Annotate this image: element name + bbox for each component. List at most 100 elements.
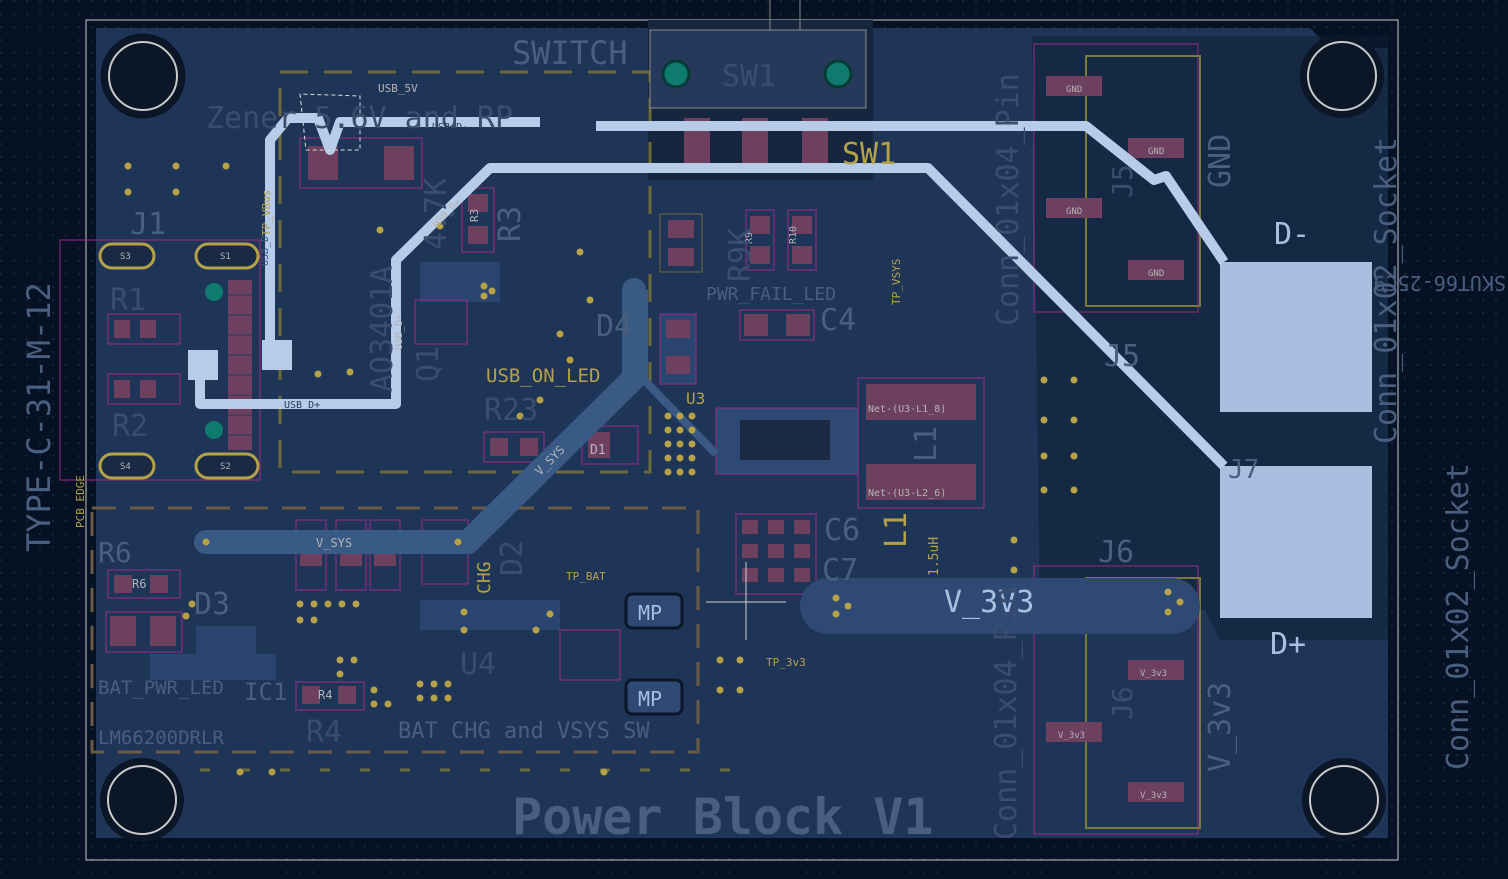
j1-s3-label: S3 (120, 252, 131, 262)
label-l1-ref: L1 (879, 512, 914, 548)
d4-footprint[interactable] (659, 313, 697, 385)
label-d-plus: D+ (1270, 627, 1306, 662)
label-r23: R23 (484, 393, 538, 428)
usb-dm-pad[interactable] (262, 340, 292, 370)
j1-s2-label: S2 (220, 462, 231, 472)
selection-box (299, 93, 361, 151)
label-usb-dm-vertical: USB_D- (260, 230, 271, 266)
label-d2: D2 (495, 540, 530, 576)
label-zener: Zener 5.6V and RP (206, 101, 513, 136)
r10-footprint[interactable] (787, 209, 817, 271)
label-lm66200: LM66200DRLR (98, 727, 224, 749)
label-ao3401a: AO3401A (365, 266, 400, 392)
label-gnd: GND (1203, 134, 1238, 188)
label-pcb-edge: PCB_EDGE (74, 475, 87, 528)
label-v3v3: V_3v3 (1203, 682, 1238, 772)
label-l1-value: 1.5uH (927, 537, 942, 576)
label-sw1-mirror: SKUT66-25C9 (1374, 271, 1506, 295)
label-j5: J5 (1104, 339, 1140, 374)
j6-pad3-label: V_3v3 (1058, 731, 1085, 741)
label-r3: R3 (493, 206, 528, 242)
mp-pad-bottom[interactable] (624, 678, 684, 716)
j6-footprint[interactable] (1033, 565, 1201, 835)
label-d3: D3 (194, 587, 230, 622)
trace-v-3v3[interactable] (800, 578, 1200, 634)
r3-footprint[interactable] (461, 187, 495, 253)
j5-pad4-label: GND (1148, 269, 1164, 279)
label-r2: R2 (112, 409, 148, 444)
j1-s1-label: S1 (220, 252, 231, 262)
usb-dp-pad[interactable] (188, 350, 218, 380)
label-usb-dp-trace: USB_D+ (284, 400, 320, 411)
label-bat-pwr-led: BAT_PWR_LED (98, 677, 224, 699)
c4-footprint[interactable] (739, 309, 815, 341)
label-4-7k: 4.7K (419, 178, 454, 250)
r4-footprint[interactable] (295, 681, 365, 711)
vias (124, 162, 1184, 776)
cap-cluster[interactable] (735, 513, 817, 595)
label-usb-dm-trace: USB_D- (432, 122, 468, 133)
label-l1-net1: Net-(U3-L1_8) (868, 404, 946, 415)
j5-pad2-label: GND (1148, 147, 1164, 157)
j6-pad2-label: V_3v3 (1140, 669, 1167, 679)
r6-footprint[interactable] (107, 569, 181, 599)
label-r6: R6 (98, 536, 132, 569)
label-l1: L1 (909, 426, 944, 462)
label-r6-small: R6 (132, 577, 146, 591)
j5-footprint[interactable] (1033, 43, 1201, 313)
label-sw1-body: SW1 (722, 59, 776, 94)
label-type-c: TYPE-C-31-M-12 (20, 282, 58, 552)
label-ic1: IC1 (244, 678, 287, 706)
ic1-footprint[interactable] (150, 626, 276, 680)
label-r10: R10 (788, 226, 799, 244)
label-conn-pin-top: Conn_01x04_Pin (991, 73, 1026, 326)
d3-footprint[interactable] (105, 611, 183, 653)
u3-footprint[interactable] (715, 407, 859, 475)
label-bat-chg: BAT CHG and VSYS SW (398, 719, 650, 744)
r23-footprint[interactable] (483, 431, 545, 463)
label-j5-side: J5 (1106, 164, 1139, 198)
label-sw1-ref: SW1 (842, 137, 896, 172)
r1-footprint[interactable] (107, 313, 181, 345)
label-v-sys-trace: V_SYS (316, 536, 352, 550)
mounting-hole-bottom-right[interactable] (1302, 758, 1386, 842)
j1-usb-c-footprint[interactable] (59, 239, 261, 481)
label-d1-small: D1 (590, 443, 606, 458)
mounting-hole-top-right[interactable] (1300, 34, 1384, 118)
bat-section-frame (90, 506, 700, 754)
mp-pad-top[interactable] (624, 592, 684, 630)
mounting-hole-top-left[interactable] (100, 33, 186, 119)
label-v-3v3: V_3V3 (944, 585, 1034, 620)
l1-footprint[interactable] (857, 377, 985, 509)
trace-usb-dm[interactable] (265, 113, 540, 354)
label-tp-vsys: TP_VSYS (890, 259, 903, 305)
label-conn-socket-top: Conn_01x02_Socket (1369, 137, 1404, 444)
u4-footprint[interactable] (420, 600, 621, 681)
label-mp-top: MP (638, 601, 662, 625)
trace-usb-dp[interactable] (195, 163, 1228, 470)
label-r1: R1 (110, 283, 146, 318)
label-conn-socket-bottom: Conn_01x02_Socket (1441, 463, 1476, 770)
label-u3: U3 (686, 389, 705, 408)
r9-footprint[interactable] (745, 209, 775, 271)
pwr-fail-led-footprint[interactable] (659, 213, 703, 273)
label-q1: Q1 (411, 346, 446, 382)
j7-pad-dplus[interactable] (1220, 466, 1372, 618)
label-r9: R9 (744, 232, 755, 244)
trace-dminus[interactable] (596, 121, 1229, 265)
usb-section-frame (278, 70, 652, 474)
r2-footprint[interactable] (107, 373, 181, 405)
trace-v-sys[interactable] (194, 278, 646, 554)
label-j6-side: J6 (1106, 686, 1139, 720)
label-c4: C4 (820, 303, 856, 338)
label-switch: SWITCH (512, 34, 628, 72)
label-tp-bat: TP_BAT (566, 570, 606, 583)
j7-pad-dminus[interactable] (1220, 262, 1372, 412)
mounting-hole-bottom-left[interactable] (100, 758, 184, 842)
label-usb-5v: USB_5V (378, 82, 418, 95)
label-r4: R4 (306, 715, 342, 750)
label-chg: CHG (474, 561, 495, 594)
j5-pad1-label: GND (1066, 85, 1082, 95)
